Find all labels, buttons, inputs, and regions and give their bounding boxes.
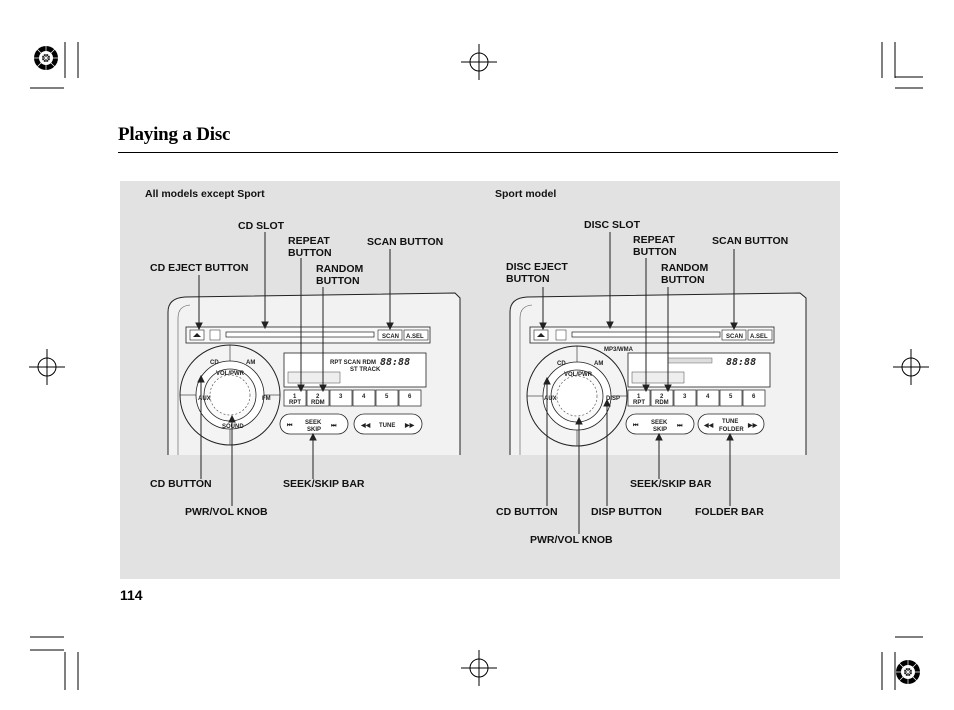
disc-eject-button-label: DISC EJECT BUTTON [506,261,568,285]
right-cd-text: CD [557,361,566,367]
right-random-button-label: RANDOM BUTTON [661,262,709,286]
left-fm-text: FM [262,396,271,402]
right-repeat-button-label: REPEAT BUTTON [633,234,677,258]
right-asel-text: A.SEL [750,334,768,340]
right-radio-unit: SCAN A.SEL MP3/WMA CD AM DISP AUX VOL/PW… [509,292,807,455]
cd-slot-label: CD SLOT [238,220,285,232]
right-display-clock: 88:88 [726,357,756,368]
svg-text:TUNE: TUNE [379,423,395,429]
svg-text:⏮: ⏮ [633,423,639,429]
left-display-clock: 88:88 [380,357,410,368]
svg-text:3: 3 [683,394,687,400]
page-title: Playing a Disc [118,124,231,145]
left-radio-unit: SCAN A.SEL CD AM FM AUX SOUND VOL/PWR RP… [167,292,461,455]
left-am-text: AM [246,360,255,366]
left-aux-text: AUX [198,396,211,402]
left-display-row2: ST TRACK [350,367,381,373]
svg-text:RPT: RPT [633,400,645,406]
right-scan-button-label: SCAN BUTTON [712,235,789,247]
left-preset-buttons [283,389,422,407]
svg-text:◀◀: ◀◀ [703,422,714,429]
right-seek-skip-bar-label: SEEK/SKIP BAR [630,478,712,490]
right-preset-buttons [627,389,766,407]
page-number: 114 [120,587,143,603]
disp-button-label: DISP BUTTON [591,506,662,518]
svg-text:6: 6 [752,394,756,400]
svg-text:SKIP: SKIP [307,427,321,433]
pwr-vol-knob-label: PWR/VOL KNOB [185,506,268,518]
registration-mark-icon [896,660,920,684]
right-scan-text: SCAN [726,334,743,340]
left-section-heading: All models except Sport [145,188,265,200]
svg-text:6: 6 [408,394,412,400]
crosshair-right-icon [893,349,929,385]
left-asel-text: A.SEL [406,334,424,340]
crosshair-bottom-icon [461,650,497,686]
right-section-heading: Sport model [495,188,557,200]
seek-skip-bar-label: SEEK/SKIP BAR [283,478,365,490]
svg-text:TUNE: TUNE [722,419,738,425]
scan-button-label: SCAN BUTTON [367,236,444,248]
svg-text:RDM: RDM [655,400,669,406]
svg-text:SEEK: SEEK [305,420,322,426]
left-scan-text: SCAN [382,334,399,340]
svg-text:▶▶: ▶▶ [404,422,415,429]
crosshair-left-icon [29,349,65,385]
right-disp-text: DISP [606,396,620,402]
svg-text:FOLDER: FOLDER [719,427,744,433]
right-pwr-vol-knob-label: PWR/VOL KNOB [530,534,613,546]
svg-text:5: 5 [385,394,389,400]
svg-text:1: 1 [637,394,641,400]
svg-text:SKIP: SKIP [653,427,667,433]
right-leader-lines [539,232,738,534]
svg-text:1: 1 [293,394,297,400]
svg-text:◀◀: ◀◀ [360,422,371,429]
svg-text:▶▶: ▶▶ [747,422,758,429]
left-sound-text: SOUND [222,424,244,430]
svg-text:4: 4 [362,394,366,400]
crosshair-top-icon [461,44,497,80]
svg-text:2: 2 [316,394,320,400]
cd-button-label: CD BUTTON [150,478,212,490]
registration-mark-icon [34,46,58,70]
svg-text:⏭: ⏭ [331,423,337,429]
right-mp3-text: MP3/WMA [604,347,634,353]
left-cd-text: CD [210,360,219,366]
repeat-button-label: REPEAT BUTTON [288,235,332,259]
svg-text:SEEK: SEEK [651,420,668,426]
svg-text:⏮: ⏮ [287,423,293,429]
disc-slot-label: DISC SLOT [584,219,641,231]
right-cd-button-label: CD BUTTON [496,506,558,518]
left-leader-lines [195,232,394,506]
cd-eject-button-label: CD EJECT BUTTON [150,262,249,274]
svg-text:3: 3 [339,394,343,400]
folder-bar-label: FOLDER BAR [695,506,764,518]
svg-text:5: 5 [729,394,733,400]
left-display-rpt: RPT SCAN RDM [330,360,376,366]
svg-text:RPT: RPT [289,400,301,406]
left-pwrvol-text: VOL/PWR [216,371,245,377]
right-pwrvol-text: VOL/PWR [564,372,593,378]
right-aux-text: AUX [544,396,557,402]
svg-text:RDM: RDM [311,400,325,406]
title-rule [118,152,838,153]
right-am-text: AM [594,361,603,367]
svg-text:4: 4 [706,394,710,400]
random-button-label: RANDOM BUTTON [316,263,364,287]
svg-text:⏭: ⏭ [677,423,683,429]
svg-text:2: 2 [660,394,664,400]
